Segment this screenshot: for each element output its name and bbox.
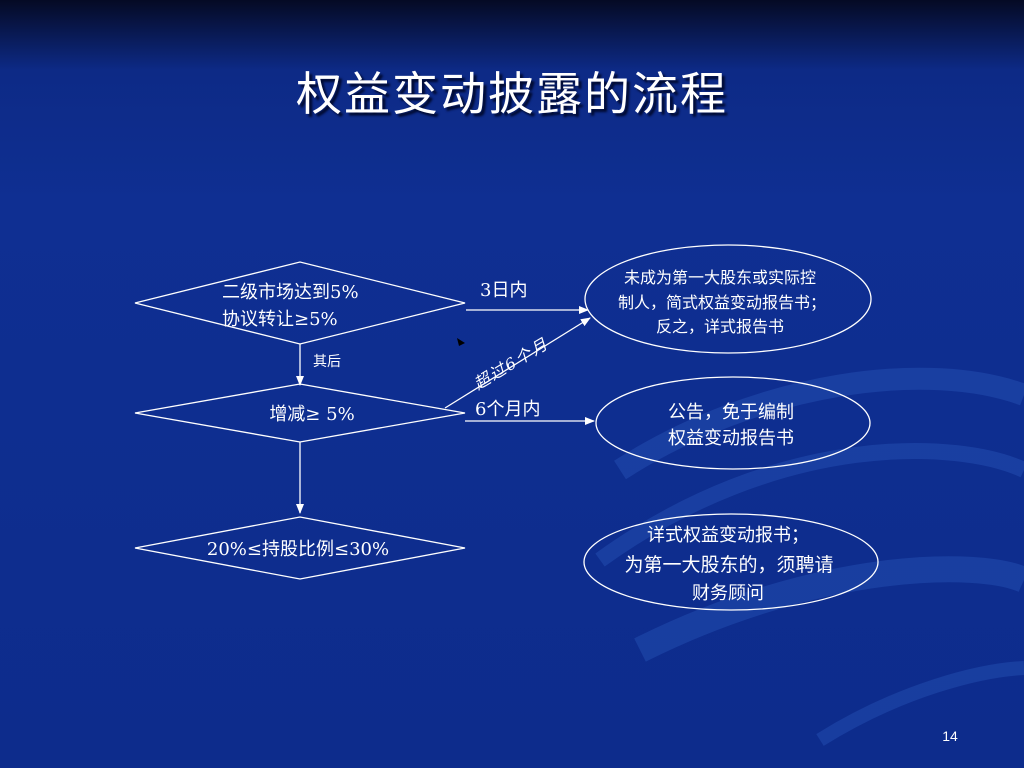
result-2-line1: 公告，免于编制 [668,402,794,423]
page-number: 14 [942,728,958,744]
result-3-line2: 为第一大股东的，须聘请 [624,554,833,576]
decision-2-text: 增减≥ 5% [269,404,354,425]
result-1-line3: 反之，详式报告书 [656,317,784,336]
decision-3-text: 20%≤持股比例≤30% [207,539,389,560]
arrow-decision2-to-result1 [444,317,591,409]
result-1-line1: 未成为第一大股东或实际控 [624,268,816,287]
result-ellipse-1 [584,244,872,354]
decision-1-line2: 协议转让≥5% [222,309,338,330]
result-ellipse-3 [583,513,879,611]
decision-diamond-1 [134,261,466,345]
result-3-line3: 财务顾问 [692,583,764,604]
decision-diamond-2 [134,383,466,443]
label-within-6-months: 6个月内 [475,399,540,420]
small-arrow-marker [457,338,465,346]
result-3-line1: 详式权益变动报书； [647,525,809,546]
label-over-6-months: 超过6个月 [470,334,552,394]
label-afterwards: 其后 [313,354,341,370]
decision-diamond-3 [134,516,466,580]
result-1-line2: 制人，简式权益变动报告书； [618,293,826,312]
result-2-line2: 权益变动报告书 [668,428,794,449]
slide-title: 权益变动披露的流程 [296,67,728,121]
decision-1-line1: 二级市场达到5% [222,282,359,303]
result-ellipse-2 [595,376,871,470]
label-within-3-days: 3日内 [480,280,527,301]
